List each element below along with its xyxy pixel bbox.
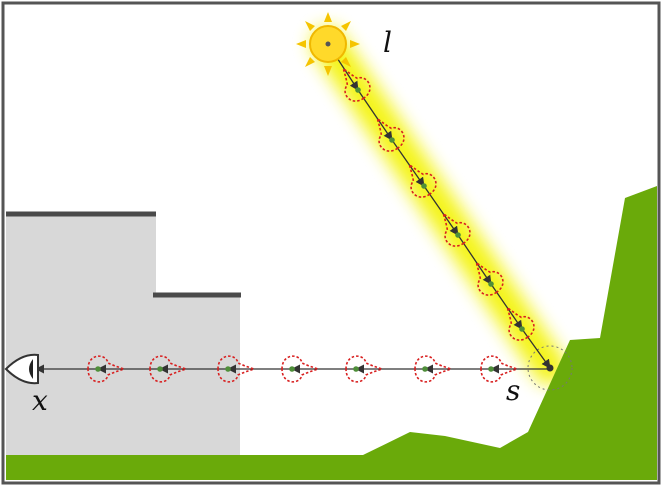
light-path-vertex bbox=[355, 87, 361, 93]
eye-path bbox=[35, 355, 550, 383]
light-path-vertex bbox=[519, 326, 525, 332]
eye-path-vertex bbox=[157, 366, 163, 372]
building bbox=[6, 214, 240, 455]
surface-point-ring bbox=[527, 345, 573, 391]
light-path-vertex bbox=[455, 232, 461, 238]
eye-path-phase-lobe bbox=[149, 355, 189, 383]
light-path-phase-lobe bbox=[341, 66, 371, 102]
eye-path-phase-lobe bbox=[87, 355, 127, 383]
eye-path-phase-lobe bbox=[480, 355, 520, 383]
eye-path-phase-lobe bbox=[217, 355, 257, 383]
ground bbox=[6, 186, 657, 480]
eye-icon bbox=[4, 353, 39, 385]
light-path-vertex bbox=[488, 281, 494, 287]
eye-path-vertex bbox=[289, 366, 295, 372]
light-path-phase-lobe bbox=[375, 116, 405, 152]
sun-icon bbox=[296, 12, 360, 76]
light-path-vertex bbox=[421, 183, 427, 189]
eye-path-phase-lobe bbox=[281, 355, 321, 383]
eye-path-vertex bbox=[353, 366, 359, 372]
surface-label: s bbox=[506, 374, 520, 407]
eye-path-vertex bbox=[488, 366, 494, 372]
light-path-vertex bbox=[389, 137, 395, 143]
eye-path-phase-lobe bbox=[414, 355, 454, 383]
camera-label: x bbox=[32, 384, 48, 417]
light-path-phase-lobe bbox=[474, 260, 504, 296]
light-label: l bbox=[383, 26, 392, 59]
light-path-phase-lobe bbox=[505, 305, 535, 341]
light-path bbox=[327, 43, 551, 369]
eye-path-vertex bbox=[422, 366, 428, 372]
light-path-phase-lobe bbox=[441, 211, 471, 247]
eye-path-phase-lobe bbox=[345, 355, 385, 383]
light-path-phase-lobe bbox=[407, 162, 437, 198]
eye-path-vertex bbox=[95, 366, 101, 372]
light-path-segment bbox=[490, 283, 523, 330]
light-path-segment bbox=[521, 328, 551, 369]
eye-path-vertex bbox=[225, 366, 231, 372]
